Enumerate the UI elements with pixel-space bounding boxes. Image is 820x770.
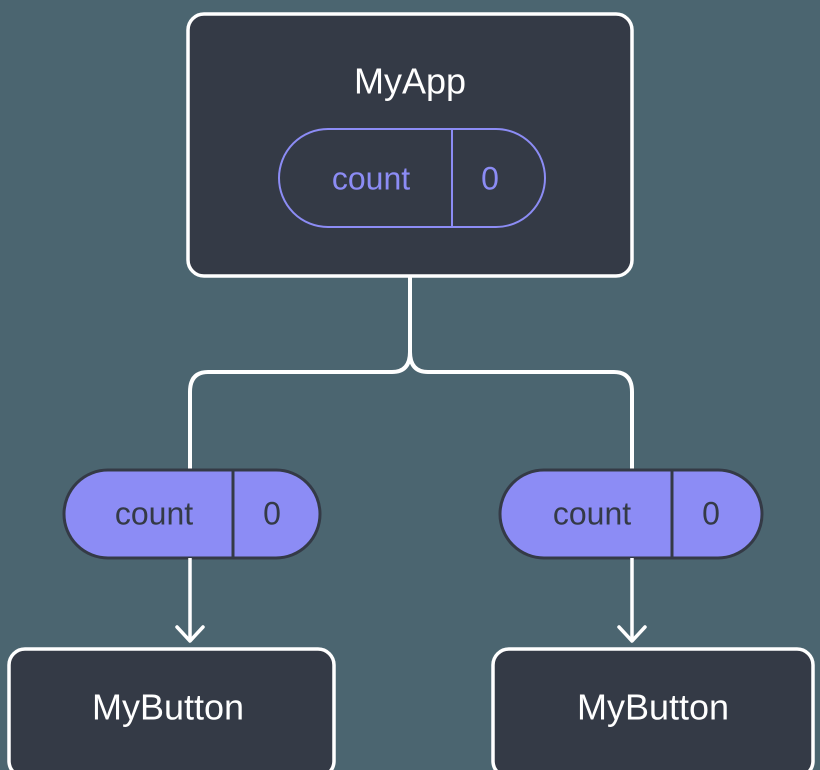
prop-pill-right-value: 0 [702, 495, 720, 531]
state-pill-root-key: count [332, 160, 410, 196]
connector-root-to-branch-right [408, 350, 634, 474]
arrow-left-head [175, 625, 205, 643]
prop-pill-right[interactable]: count 0 [498, 468, 764, 560]
state-pill-root-value: 0 [481, 160, 499, 196]
node-mybutton-right-title: MyButton [577, 687, 729, 728]
state-pill-root[interactable]: count 0 [278, 128, 546, 228]
prop-pill-left[interactable]: count 0 [62, 468, 322, 560]
prop-pill-left-key: count [115, 495, 193, 531]
branch-right: count 0 MyButton [491, 468, 815, 770]
prop-pill-right-key: count [553, 495, 631, 531]
node-mybutton-right[interactable]: MyButton [491, 647, 815, 770]
node-myapp-title: MyApp [354, 61, 466, 102]
arrow-right-head [617, 625, 647, 643]
arrow-left [175, 558, 205, 643]
node-mybutton-right-box[interactable] [491, 647, 815, 770]
prop-pill-left-value: 0 [263, 495, 281, 531]
arrow-right [617, 558, 647, 643]
prop-pill-left-shape[interactable] [62, 468, 322, 560]
connector-group [188, 276, 634, 474]
node-mybutton-left[interactable]: MyButton [7, 647, 336, 770]
state-pill-root-shape[interactable] [278, 128, 546, 228]
node-myapp[interactable]: MyApp count 0 [186, 12, 634, 278]
node-mybutton-left-box[interactable] [7, 647, 336, 770]
branch-left: count 0 MyButton [7, 468, 336, 770]
node-mybutton-left-title: MyButton [92, 687, 244, 728]
node-myapp-box[interactable] [186, 12, 634, 278]
connector-root-to-branches [188, 276, 412, 474]
